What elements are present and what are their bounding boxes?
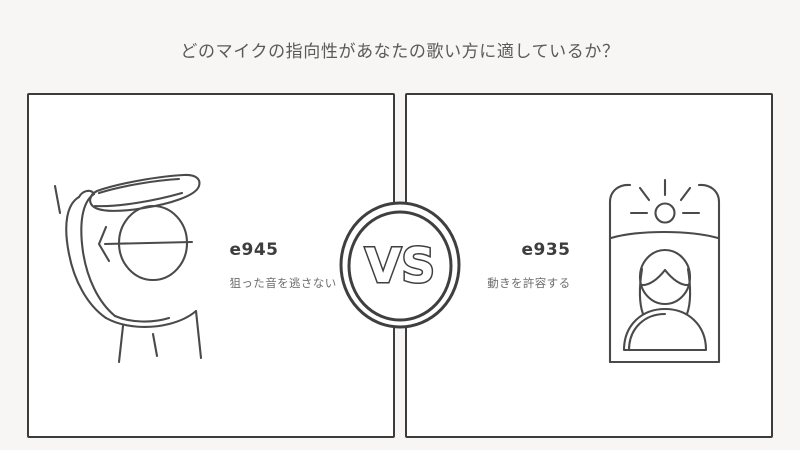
comparison-panel-left[interactable]: e945 狙った音を逃さない bbox=[27, 93, 395, 438]
model-name-right: e935 bbox=[521, 239, 571, 260]
versus-label: VS bbox=[363, 239, 436, 294]
singer-under-spotlight-icon bbox=[577, 166, 752, 366]
comparison-board: e945 狙った音を逃さない e935 動きを許容する bbox=[27, 93, 773, 438]
model-description-left: 狙った音を逃さない bbox=[229, 277, 337, 290]
model-name-left: e945 bbox=[229, 239, 279, 260]
panel-right-caption: e935 動きを許容する bbox=[427, 240, 577, 292]
panel-right-content: e935 動きを許容する bbox=[407, 95, 771, 436]
panel-left-caption: e945 狙った音を逃さない bbox=[224, 240, 374, 292]
versus-badge: VS bbox=[338, 201, 462, 331]
model-description-right: 動きを許容する bbox=[487, 277, 571, 290]
page-title: どのマイクの指向性があなたの歌い方に適しているか？ bbox=[180, 42, 620, 61]
versus-circle-icon bbox=[339, 201, 461, 328]
comparison-panel-right[interactable]: e935 動きを許容する bbox=[405, 93, 773, 438]
panel-left-content: e945 狙った音を逃さない bbox=[29, 95, 393, 436]
singer-with-handheld-microphone-icon bbox=[49, 166, 224, 366]
